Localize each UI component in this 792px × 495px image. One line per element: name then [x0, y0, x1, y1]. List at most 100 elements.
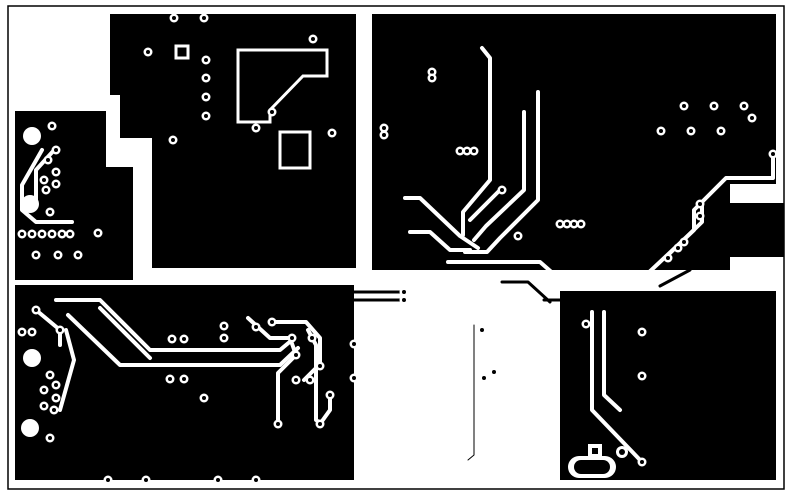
via-drill	[742, 104, 746, 108]
via-drill	[482, 376, 486, 380]
black-traces	[352, 268, 692, 461]
via-drill	[682, 240, 686, 244]
trace	[468, 188, 502, 222]
via-drill	[54, 148, 58, 152]
round-pad-inner	[619, 449, 625, 455]
via-drill	[182, 377, 186, 381]
via-drill	[318, 422, 322, 426]
via-drill	[276, 422, 280, 426]
pour-top-right	[372, 14, 784, 270]
via-drill	[328, 393, 332, 397]
oval-pad-inner	[574, 460, 610, 474]
pour-top-left	[110, 14, 356, 268]
via-drill	[204, 76, 208, 80]
via-drill	[640, 460, 644, 464]
via-drill	[52, 408, 56, 412]
via-drill	[222, 336, 226, 340]
via-drill	[640, 330, 644, 334]
via-drill	[20, 232, 24, 236]
via-drill	[472, 149, 476, 153]
pour-left-edge	[15, 111, 133, 280]
trace	[20, 148, 74, 224]
trace	[408, 230, 472, 252]
via-drill	[659, 129, 663, 133]
via-drill	[402, 290, 406, 294]
via-drill	[310, 336, 314, 340]
pour-clearances	[174, 44, 329, 170]
via-drill	[750, 116, 754, 120]
trace	[461, 46, 492, 237]
via-drill	[204, 114, 208, 118]
trace	[602, 310, 622, 412]
via-drill	[676, 246, 680, 250]
via-drill	[76, 253, 80, 257]
via-drill	[50, 232, 54, 236]
via-drill	[42, 388, 46, 392]
trace	[403, 196, 480, 250]
via-drill	[382, 126, 386, 130]
via-drill	[44, 188, 48, 192]
mounting-hole	[23, 349, 41, 367]
mounting-hole	[23, 127, 41, 145]
via-drill	[698, 214, 702, 218]
via-drill	[330, 131, 334, 135]
trace	[318, 393, 332, 426]
large-pads	[21, 127, 628, 478]
via-drill	[182, 337, 186, 341]
via-drill	[54, 182, 58, 186]
trace	[590, 310, 644, 464]
via-drill	[20, 330, 24, 334]
via-drill	[60, 232, 64, 236]
via-drill	[254, 478, 258, 482]
via-drill	[492, 370, 496, 374]
via-drill	[558, 222, 562, 226]
via-drill	[42, 178, 46, 182]
pad-right-lower	[730, 233, 784, 257]
via-drill	[202, 396, 206, 400]
via-drill	[719, 129, 723, 133]
via-drill	[352, 342, 356, 346]
via-drill	[465, 149, 469, 153]
via-drill	[96, 231, 100, 235]
via-drill	[689, 129, 693, 133]
via-drill	[430, 76, 434, 80]
via-drill	[516, 234, 520, 238]
via-drill	[584, 322, 588, 326]
square-pad-inner	[592, 448, 598, 454]
via-drill	[294, 353, 298, 357]
via-drill	[500, 188, 504, 192]
via-drill	[202, 16, 206, 20]
via-drill	[54, 383, 58, 387]
via-drill	[30, 232, 34, 236]
via-drill	[170, 337, 174, 341]
trace	[34, 146, 58, 207]
via-drill	[682, 104, 686, 108]
via-drill	[254, 325, 258, 329]
via-drill	[34, 308, 38, 312]
via-drill	[40, 232, 44, 236]
via-drill	[144, 478, 148, 482]
via-drill	[254, 126, 258, 130]
via-drill	[56, 253, 60, 257]
copper-pours	[15, 14, 784, 480]
via-drill	[294, 378, 298, 382]
via-drill	[106, 478, 110, 482]
via-drill	[42, 404, 46, 408]
via-drill	[712, 104, 716, 108]
mounting-hole	[21, 195, 39, 213]
trace	[467, 324, 475, 461]
via-drill	[352, 376, 356, 380]
via-drill	[172, 16, 176, 20]
via-drill	[640, 374, 644, 378]
trace	[246, 316, 298, 426]
via-drill	[46, 158, 50, 162]
outline-trace-polygon	[236, 48, 329, 124]
isolated-traces	[20, 46, 775, 464]
trace	[658, 268, 692, 288]
trace	[472, 110, 526, 242]
via-drill	[771, 152, 775, 156]
via-drill	[698, 202, 702, 206]
via-drill	[579, 222, 583, 226]
via-drill	[30, 330, 34, 334]
